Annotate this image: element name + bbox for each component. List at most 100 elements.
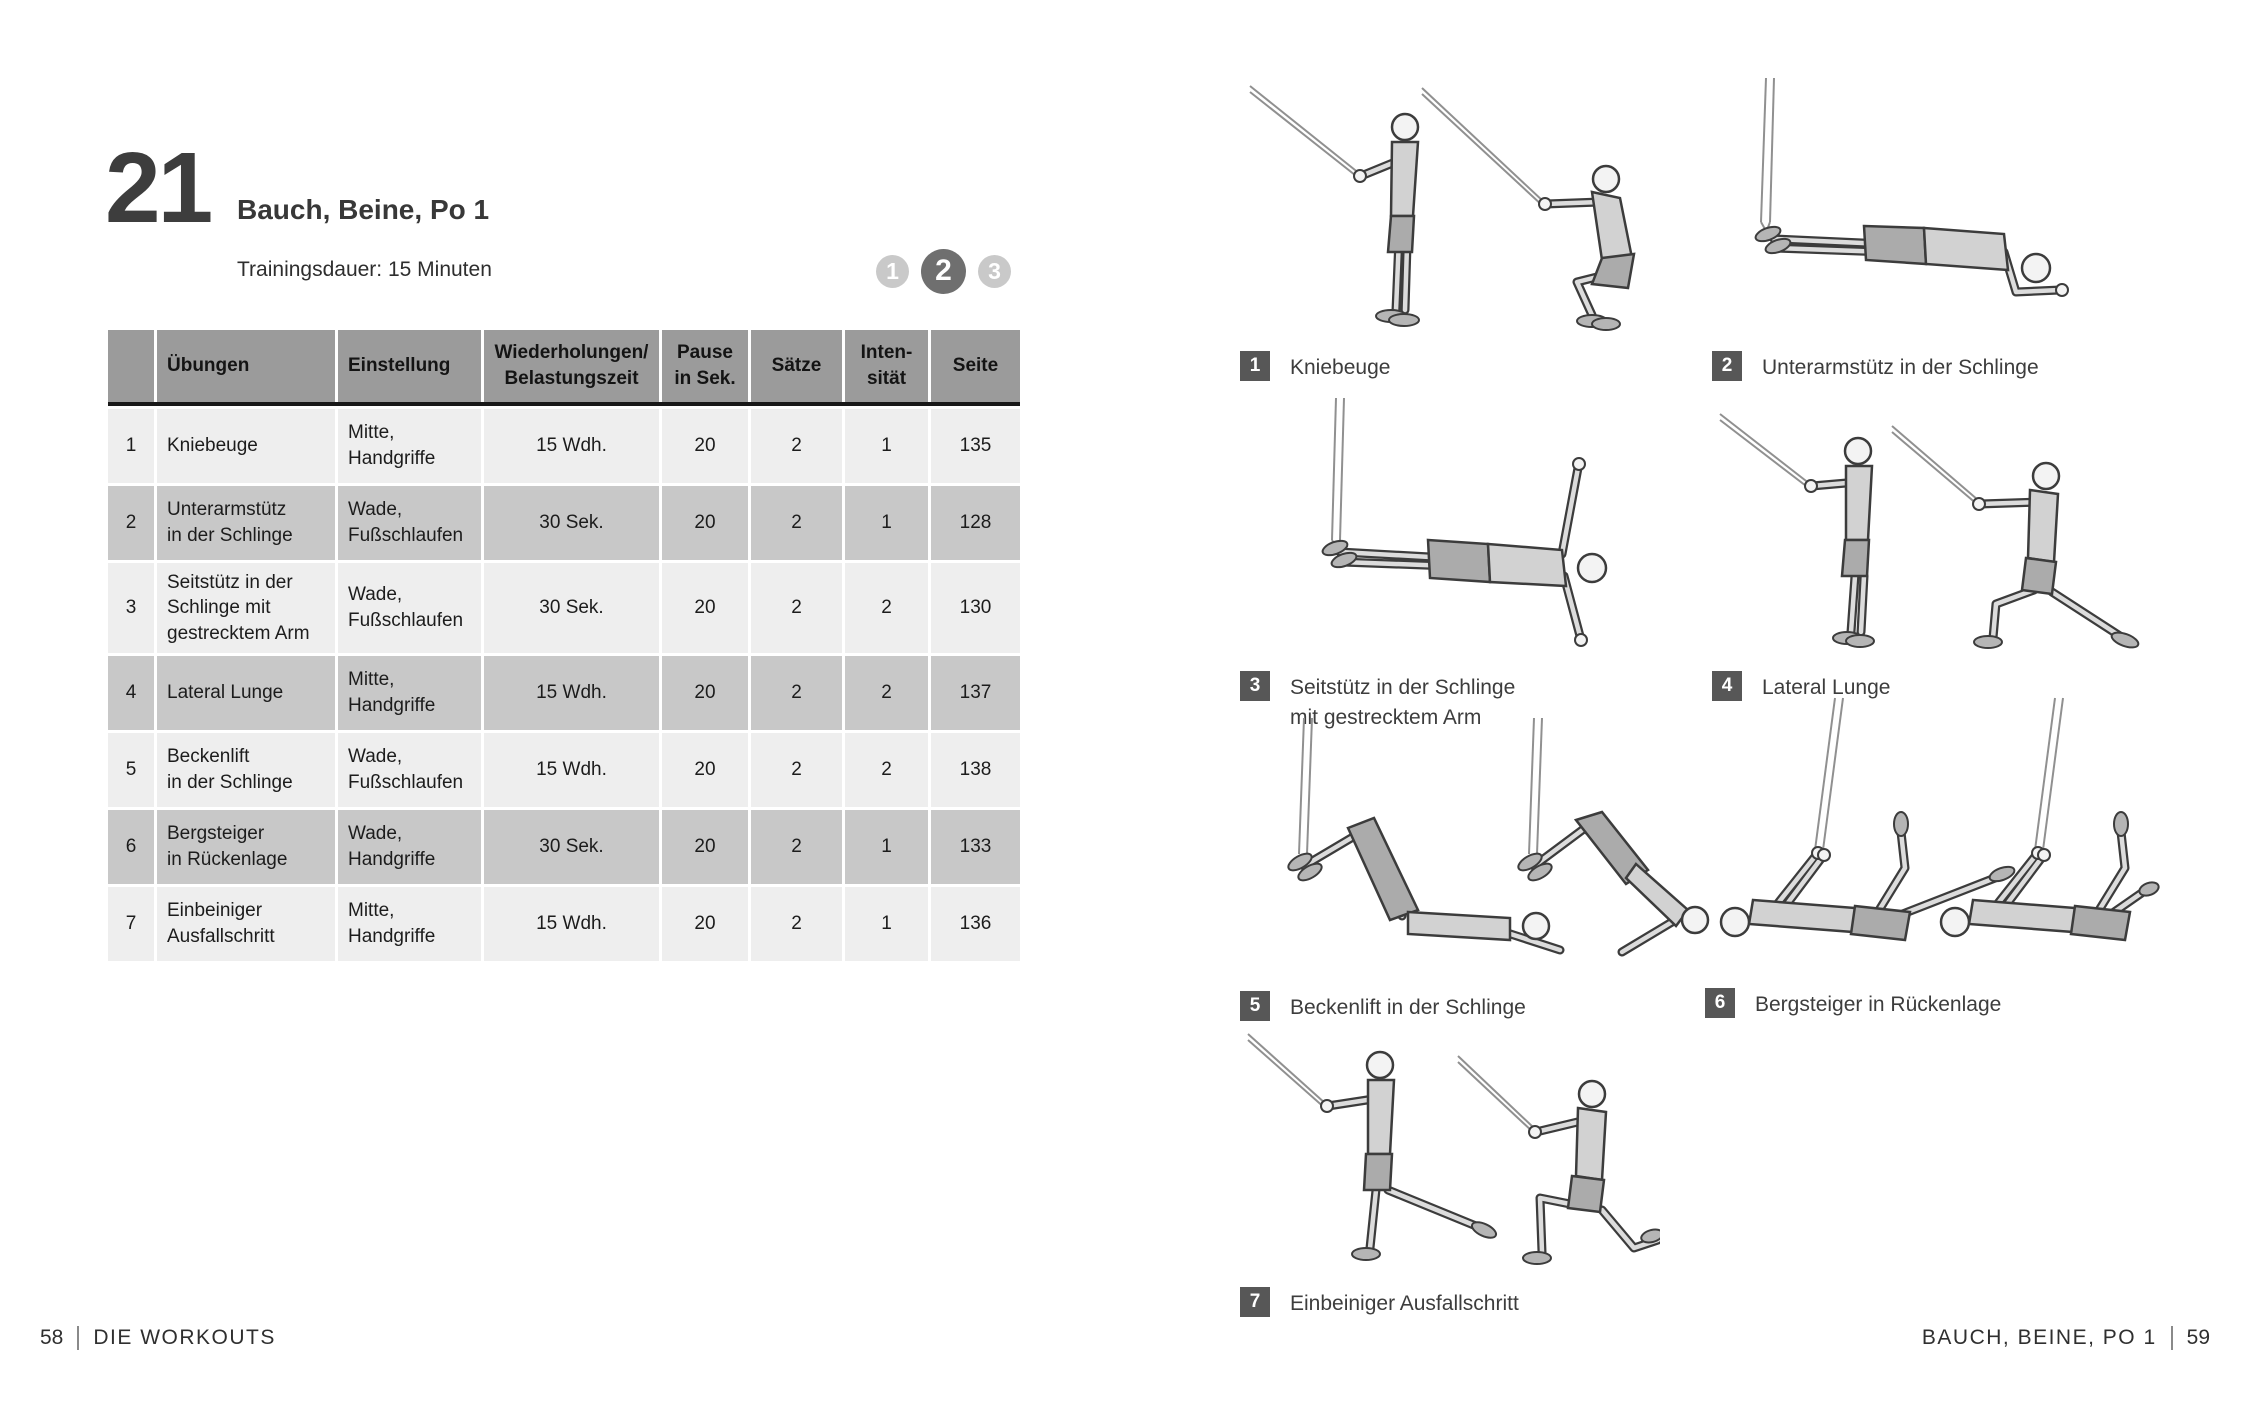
intensity: 1 [845,810,928,884]
footer-divider [77,1326,80,1350]
pause: 20 [662,409,748,483]
exercise-label-1: 1 Kniebeuge [1240,351,1700,383]
level-dot-2-active: 2 [921,248,966,294]
header-pause: Pause in Sek. [662,330,748,402]
repetitions: 30 Sek. [484,563,659,653]
exercise-label-text: Kniebeuge [1290,356,1391,379]
row-number: 6 [108,810,154,884]
header-saetze: Sätze [751,330,842,402]
exercise-number-badge: 5 [1240,991,1270,1021]
exercise-label-2: 2 Unterarmstütz in der Schlinge [1712,351,2142,383]
repetitions: 30 Sek. [484,810,659,884]
exercise-name: Einbeiniger Ausfallschritt [157,887,335,961]
intensity: 1 [845,887,928,961]
right-footer-label: BAUCH, BEINE, PO 1 [1921,1326,2157,1349]
header-wiederholungen: Wiederholungen/ Belastungszeit [484,330,659,402]
exercise-block-5: 5 Beckenlift in der Schlinge [1240,712,1710,1023]
table-row: 6 Bergsteiger in Rückenlage Wade, Handgr… [108,810,1020,884]
row-number: 4 [108,656,154,730]
exercise-label-7: 7 Einbeiniger Ausfallschritt [1240,1287,1660,1319]
workout-table: Übungen Einstellung Wiederholungen/ Bela… [108,330,1020,964]
exercise-block-3: 3 Seitstütz in der Schlinge mit gestreck… [1240,392,1700,734]
page-ref: 137 [931,656,1020,730]
beckenlift-illustration [1287,717,1710,957]
table-header-row: Übungen Einstellung Wiederholungen/ Bela… [108,330,1020,406]
page-ref: 133 [931,810,1020,884]
exercise-name: Unterarmstütz in der Schlinge [157,486,335,560]
page-ref: 136 [931,887,1020,961]
exercise-number-badge: 1 [1240,351,1270,381]
header-seite: Seite [931,330,1020,402]
exercise-label-text: Lateral Lunge [1762,676,1891,699]
row-number: 1 [108,409,154,483]
header-einstellung: Einstellung [338,330,481,402]
exercise-number-badge: 3 [1240,671,1270,701]
workout-number: 21 [105,132,213,244]
page-title: Bauch, Beine, Po 1 [237,194,490,225]
setting: Mitte, Handgriffe [338,887,481,961]
row-number: 5 [108,733,154,807]
repetitions: 15 Wdh. [484,733,659,807]
setting: Wade, Fußschlaufen [338,486,481,560]
sets: 2 [751,656,842,730]
page-ref: 135 [931,409,1020,483]
exercise-block-6: 6 Bergsteiger in Rückenlage [1705,692,2160,1020]
exercise-label-text: Beckenlift in der Schlinge [1290,996,1526,1019]
sets: 2 [751,733,842,807]
row-number: 3 [108,563,154,653]
intensity: 2 [845,563,928,653]
header-empty [108,330,154,402]
pause: 20 [662,733,748,807]
exercise-number-badge: 6 [1705,988,1735,1018]
sets: 2 [751,563,842,653]
kniebeuge-illustration [1249,85,1636,331]
exercise-name: Bergsteiger in Rückenlage [157,810,335,884]
setting: Wade, Fußschlaufen [338,733,481,807]
header-uebungen: Übungen [157,330,335,402]
repetitions: 30 Sek. [484,486,659,560]
exercise-label-5: 5 Beckenlift in der Schlinge [1240,991,1710,1023]
setting: Mitte, Handgriffe [338,409,481,483]
ausfallschritt-illustration [1247,1033,1664,1265]
page-ref: 138 [931,733,1020,807]
right-page-number: 59 [2186,1326,2210,1349]
page-ref: 128 [931,486,1020,560]
exercise-name: Seitstütz in der Schlinge mit gestreckte… [157,563,335,653]
table-row: 5 Beckenlift in der Schlinge Wade, Fußsc… [108,733,1020,807]
exercise-number-badge: 7 [1240,1287,1270,1317]
level-dot-3: 3 [978,254,1011,288]
left-page-number: 58 [40,1326,64,1349]
exercise-block-1: 1 Kniebeuge [1240,72,1700,383]
table-row: 4 Lateral Lunge Mitte, Handgriffe 15 Wdh… [108,656,1020,730]
table-row: 2 Unterarmstütz in der Schlinge Wade, Fu… [108,486,1020,560]
setting: Mitte, Handgriffe [338,656,481,730]
repetitions: 15 Wdh. [484,887,659,961]
exercise-number-badge: 2 [1712,351,1742,381]
intensity: 1 [845,409,928,483]
intensity: 2 [845,733,928,807]
exercise-block-2: 2 Unterarmstütz in der Schlinge [1712,72,2142,383]
bergsteiger-illustration [1719,697,2160,942]
level-dot-1: 1 [876,254,909,288]
seitstuetz-illustration [1321,397,1608,647]
exercise-block-4: 4 Lateral Lunge [1712,392,2142,703]
sets: 2 [751,409,842,483]
sets: 2 [751,486,842,560]
pause: 20 [662,563,748,653]
unterarmstuetz-illustration [1754,77,2069,297]
row-number: 7 [108,887,154,961]
training-duration: Trainingsdauer: 15 Minuten [237,258,492,281]
lateral-lunge-illustration [1719,413,2140,649]
pause: 20 [662,887,748,961]
repetitions: 15 Wdh. [484,409,659,483]
repetitions: 15 Wdh. [484,656,659,730]
page-ref: 130 [931,563,1020,653]
right-page-footer: BAUCH, BEINE, PO 1 59 [1922,1326,2210,1350]
left-footer-label: DIE WORKOUTS [93,1326,276,1349]
table-row: 1 Kniebeuge Mitte, Handgriffe 15 Wdh. 20… [108,409,1020,483]
intensity: 2 [845,656,928,730]
setting: Wade, Handgriffe [338,810,481,884]
intensity-level-indicator: 1 2 3 [876,246,1011,296]
exercise-label-text: Bergsteiger in Rückenlage [1755,993,2002,1016]
